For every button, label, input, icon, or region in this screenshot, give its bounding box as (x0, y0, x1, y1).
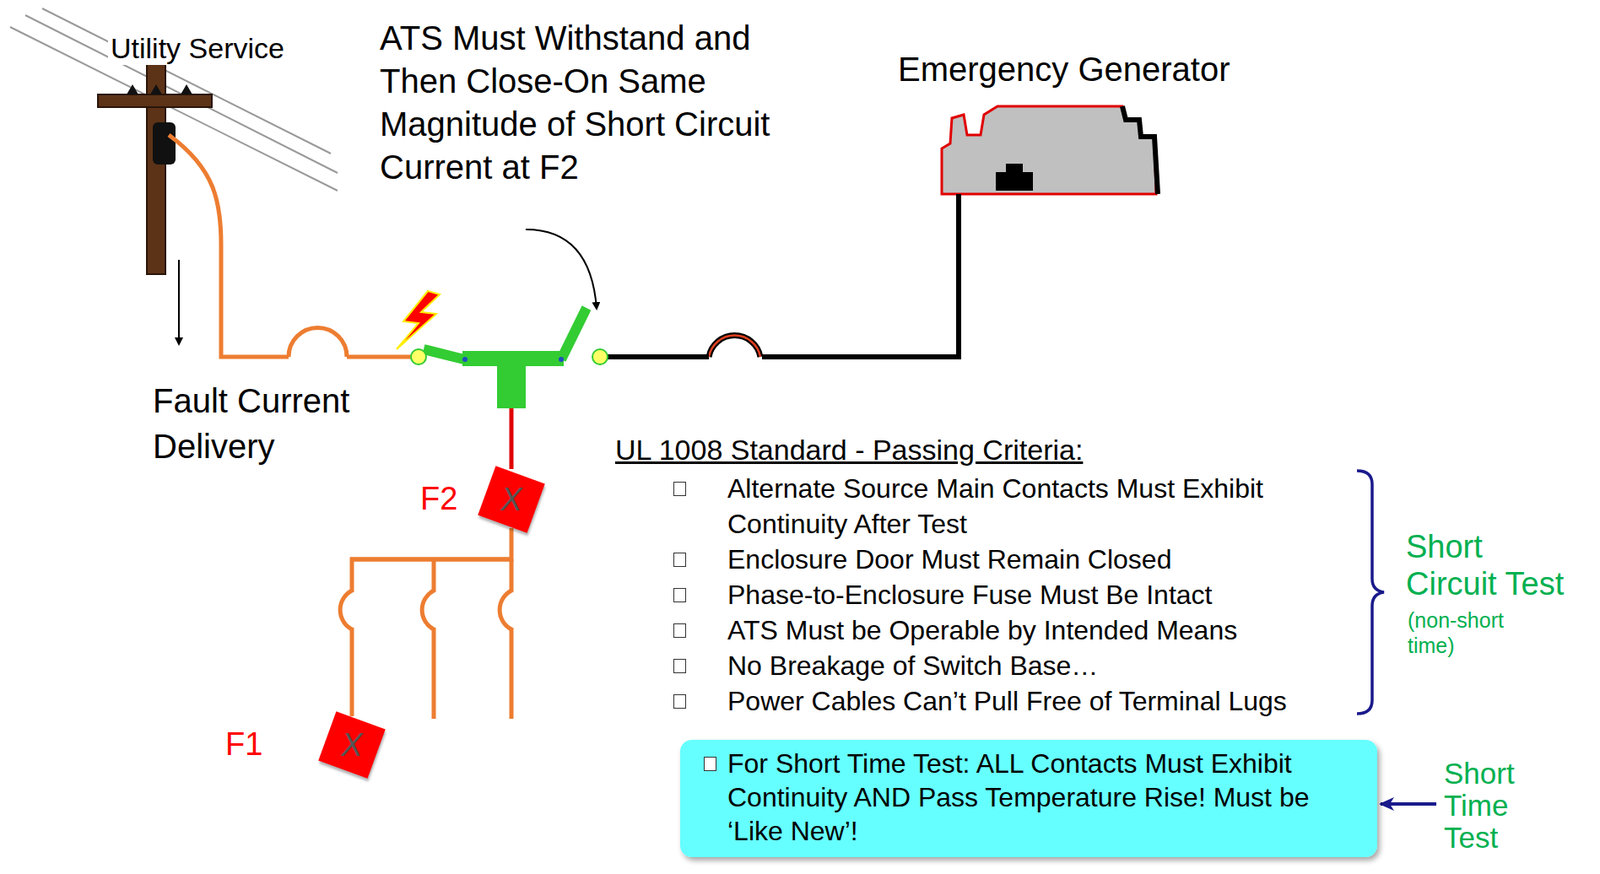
bullet-box (673, 481, 687, 497)
test-note: (non-short time) (1407, 607, 1518, 659)
fault-mark-text: X (477, 465, 546, 534)
fault-mark-text: X (318, 711, 386, 779)
bullet-box (673, 623, 687, 638)
power-lines (10, 8, 338, 191)
load-feeder (509, 408, 514, 470)
bracket (1356, 470, 1384, 714)
transfer-switch (396, 291, 608, 409)
criteria-item: Phase-to-Enclosure Fuse Must Be Intact (727, 577, 1212, 613)
criteria-item: Power Cables Can’t Pull Free of Terminal… (727, 683, 1287, 719)
bullet-box (703, 756, 717, 772)
flow-label: Fault Current Delivery (152, 378, 373, 470)
source-label: Utility Service (108, 32, 287, 65)
feeder-wire (351, 528, 512, 717)
criteria-item: Enclosure Door Must Remain Closed (727, 541, 1172, 578)
test-label: Short Time Test (1443, 757, 1529, 855)
bullet-box (673, 552, 687, 568)
fault-arrow (178, 259, 180, 345)
generator-feeder (607, 194, 959, 357)
source-label: Emergency Generator (897, 50, 1231, 89)
bullet-box (673, 694, 687, 709)
bullet-box (673, 659, 687, 674)
fault-point-box: F1X (318, 711, 386, 779)
load-bus (350, 559, 514, 719)
highlight-box: For Short Time Test: ALL Contacts Must E… (680, 740, 1378, 858)
criteria-heading: UL 1008 Standard - Passing Criteria: (615, 433, 1083, 467)
generator-symbol (941, 106, 1158, 195)
fault-label: F1 (225, 726, 263, 763)
bullet-box (673, 588, 687, 603)
utility-pole (97, 33, 212, 275)
criteria-item: No Breakage of Switch Base… (727, 648, 1098, 684)
utility-feeder (168, 135, 412, 357)
criteria-item: Alternate Source Main Contacts Must Exhi… (727, 470, 1336, 542)
criteria-item: ATS Must be Operable by Intended Means (727, 612, 1238, 649)
pointer-arrow (1380, 802, 1437, 806)
test-label: Short Circuit Test (1405, 528, 1579, 603)
fault-point-box: F2X (477, 465, 546, 534)
highlight-box-fill (680, 740, 1378, 858)
branch-breakers (340, 590, 518, 630)
fault-label: F2 (420, 481, 458, 518)
callout-arrow (525, 229, 597, 309)
highlight-text: For Short Time Test: ALL Contacts Must E… (727, 746, 1361, 849)
callout-note: ATS Must Withstand and Then Close-On Sam… (379, 16, 794, 190)
